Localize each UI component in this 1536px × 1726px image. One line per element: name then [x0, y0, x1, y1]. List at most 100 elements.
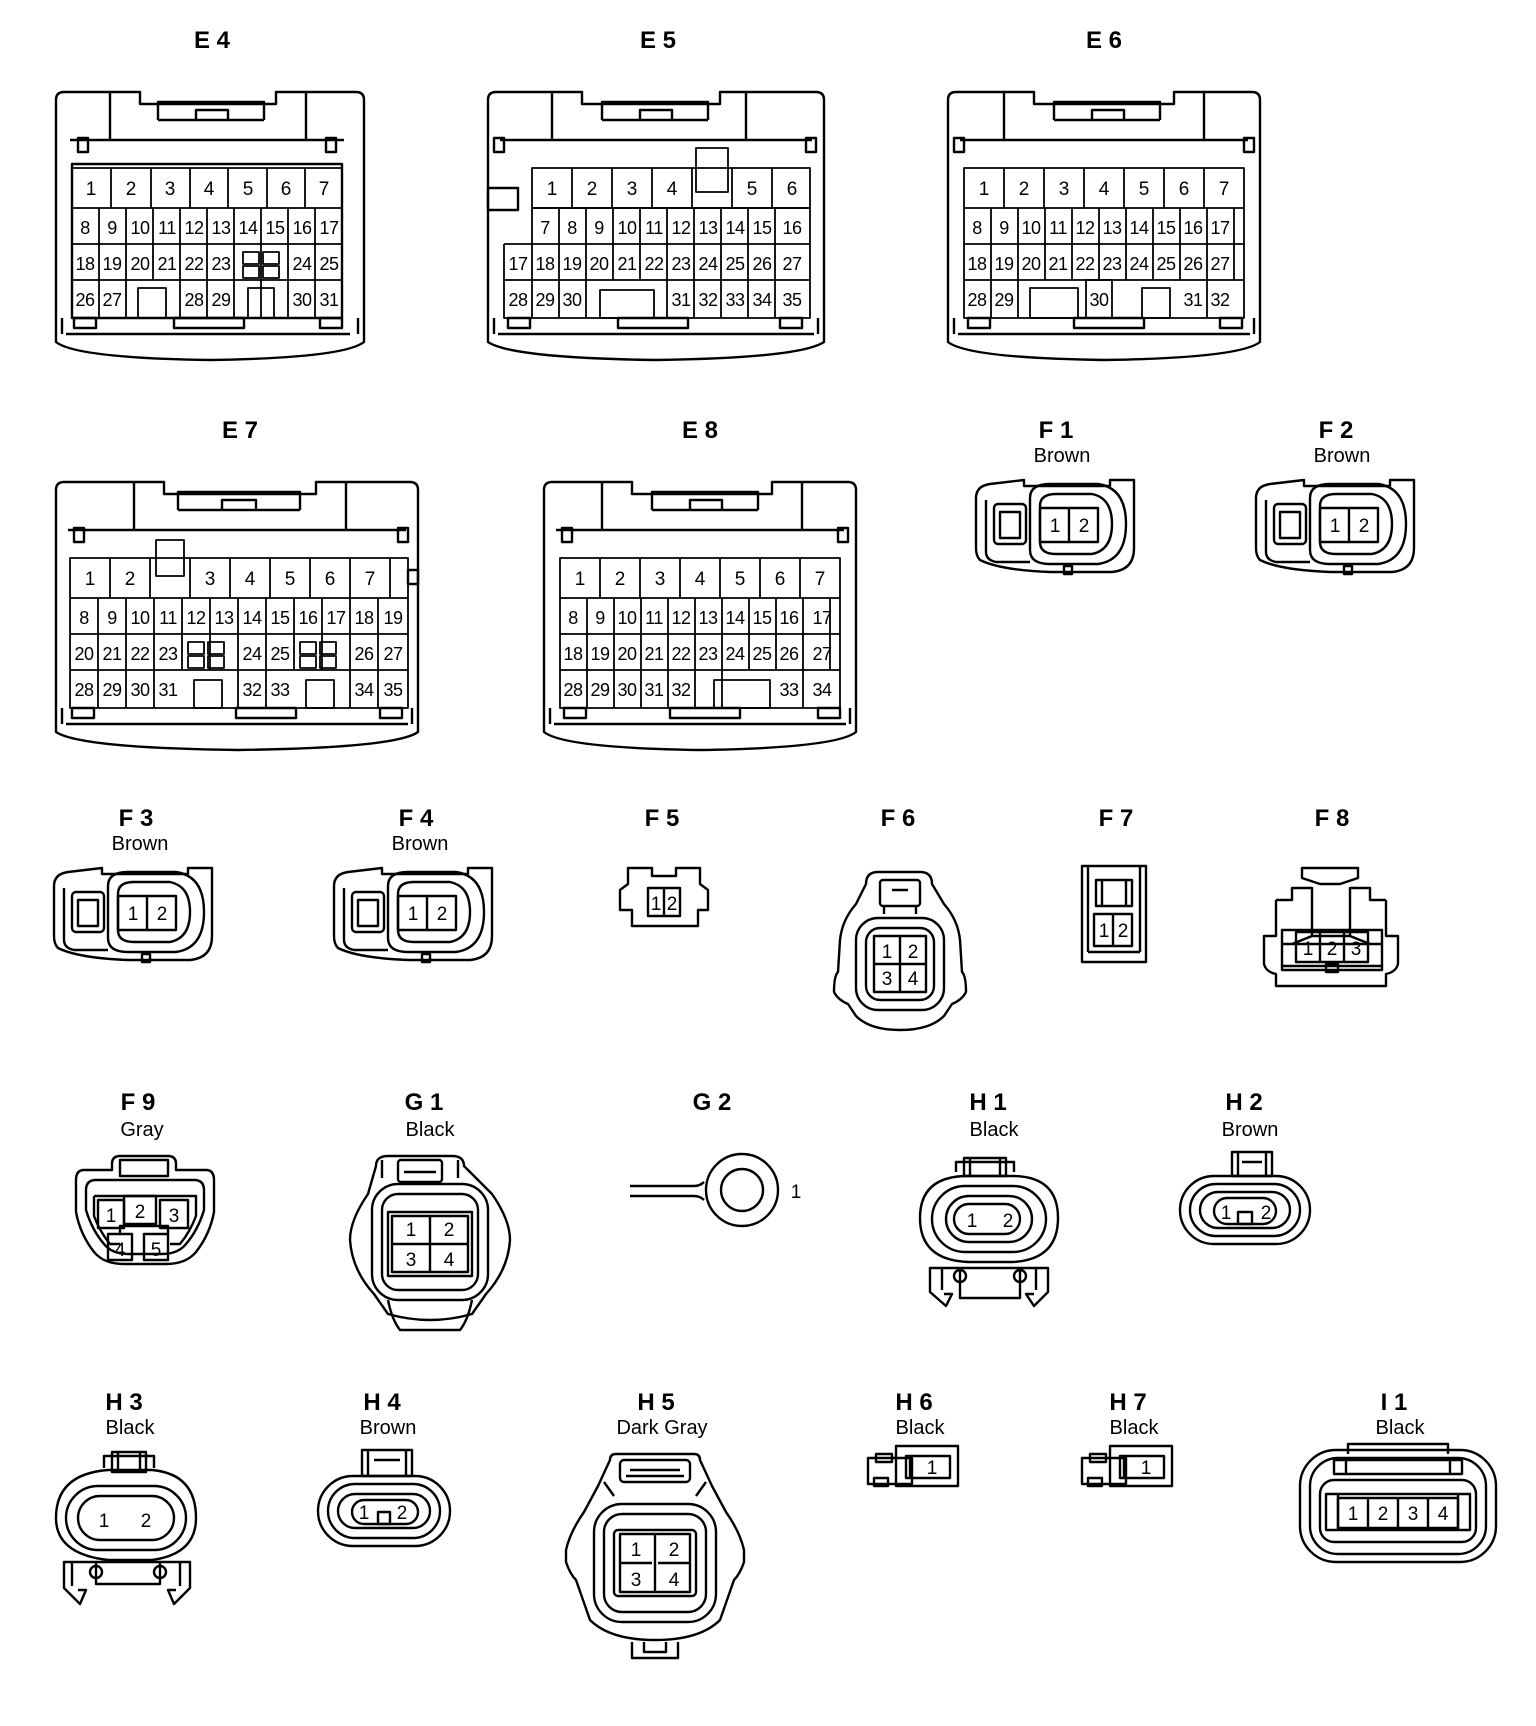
- pin: 22: [130, 644, 150, 664]
- pin: 19: [562, 254, 582, 274]
- pin: 2: [1378, 1504, 1389, 1525]
- pin: 30: [617, 680, 637, 700]
- pin: 2: [135, 1202, 146, 1223]
- pin: 6: [1179, 179, 1190, 200]
- connector-label: G 1: [405, 1089, 444, 1116]
- pin: 23: [1102, 254, 1122, 274]
- pin: 31: [1183, 290, 1203, 310]
- pin: 20: [74, 644, 94, 664]
- pin: 1: [1141, 1458, 1152, 1479]
- pin: 8: [567, 218, 577, 238]
- pin: 1: [1221, 1203, 1232, 1224]
- pin: 33: [779, 680, 799, 700]
- connector-color: Brown: [392, 833, 449, 855]
- pin: 10: [617, 218, 637, 238]
- connector-color: Brown: [360, 1417, 417, 1439]
- connector-label: F 2: [1319, 417, 1354, 444]
- pin: 19: [590, 644, 610, 664]
- pin: 2: [669, 1540, 680, 1561]
- connector-color: Black: [106, 1417, 156, 1439]
- pin: 28: [508, 290, 528, 310]
- pin: 24: [698, 254, 718, 274]
- connector-label: F 8: [1315, 805, 1350, 832]
- pin: 1: [979, 179, 990, 200]
- pin: 18: [75, 254, 95, 274]
- connector-f6: [832, 870, 968, 1032]
- pin: 34: [354, 680, 374, 700]
- pin: 7: [365, 569, 376, 590]
- pin: 14: [725, 608, 745, 628]
- pin: 6: [281, 179, 292, 200]
- pin: 1: [408, 904, 419, 925]
- pin: 10: [1021, 218, 1041, 238]
- pin: 12: [1075, 218, 1095, 238]
- pin: 4: [245, 569, 256, 590]
- connector-label: F 7: [1099, 805, 1134, 832]
- pin: 31: [671, 290, 691, 310]
- pin: 2: [908, 942, 919, 963]
- pin: 29: [535, 290, 555, 310]
- pin: 16: [292, 218, 312, 238]
- pin: 24: [242, 644, 262, 664]
- pin: 2: [1079, 516, 1090, 537]
- pin: 16: [779, 608, 799, 628]
- pin: 6: [325, 569, 336, 590]
- connector-h2: [1178, 1150, 1312, 1246]
- connector-color: Black: [970, 1119, 1020, 1141]
- pin: 8: [80, 218, 90, 238]
- pin: 32: [698, 290, 718, 310]
- pin: 23: [671, 254, 691, 274]
- connector-color: Black: [1376, 1417, 1426, 1439]
- connector-f1: [974, 478, 1136, 576]
- pin: 2: [1359, 516, 1370, 537]
- pin: 14: [242, 608, 262, 628]
- pin: 2: [125, 569, 136, 590]
- pin: 32: [671, 680, 691, 700]
- connector-color: Black: [406, 1119, 456, 1141]
- pin: 29: [211, 290, 231, 310]
- pin: 23: [698, 644, 718, 664]
- connector-label: E 5: [640, 27, 676, 54]
- pin: 4: [115, 1240, 126, 1261]
- pin: 1: [359, 1503, 370, 1524]
- connector-label: E 7: [222, 417, 258, 444]
- pin: 29: [590, 680, 610, 700]
- pin: 23: [158, 644, 178, 664]
- pin: 17: [508, 254, 528, 274]
- pin: 5: [243, 179, 254, 200]
- pin: 1: [86, 179, 97, 200]
- connector-color: Black: [896, 1417, 946, 1439]
- pin: 1: [406, 1220, 417, 1241]
- pin: 4: [669, 1570, 680, 1591]
- pin: 13: [1102, 218, 1122, 238]
- connector-label: F 4: [399, 805, 434, 832]
- pin: 1: [1050, 516, 1061, 537]
- pin: 26: [354, 644, 374, 664]
- pin: 9: [595, 608, 605, 628]
- pin: 34: [752, 290, 772, 310]
- pin: 33: [270, 680, 290, 700]
- pin: 1: [575, 569, 586, 590]
- pin: 16: [1183, 218, 1203, 238]
- connector-f2: [1254, 478, 1416, 576]
- pin: 2: [667, 894, 678, 915]
- pin: 28: [74, 680, 94, 700]
- pin: 4: [444, 1250, 455, 1271]
- pin: 11: [645, 608, 663, 628]
- pin: 30: [562, 290, 582, 310]
- pin: 2: [126, 179, 137, 200]
- pin: 8: [972, 218, 982, 238]
- pin: 20: [617, 644, 637, 664]
- pin: 15: [1156, 218, 1176, 238]
- pin: 1: [1303, 939, 1314, 960]
- pin: 10: [130, 608, 150, 628]
- pin: 1: [651, 894, 662, 915]
- pin: 26: [779, 644, 799, 664]
- connector-g2: [630, 1152, 780, 1228]
- connector-g1: [348, 1154, 512, 1332]
- pin: 5: [1139, 179, 1150, 200]
- pin: 2: [1327, 939, 1338, 960]
- connector-color: Black: [1110, 1417, 1160, 1439]
- connector-color: Gray: [120, 1119, 163, 1141]
- pin: 24: [1129, 254, 1149, 274]
